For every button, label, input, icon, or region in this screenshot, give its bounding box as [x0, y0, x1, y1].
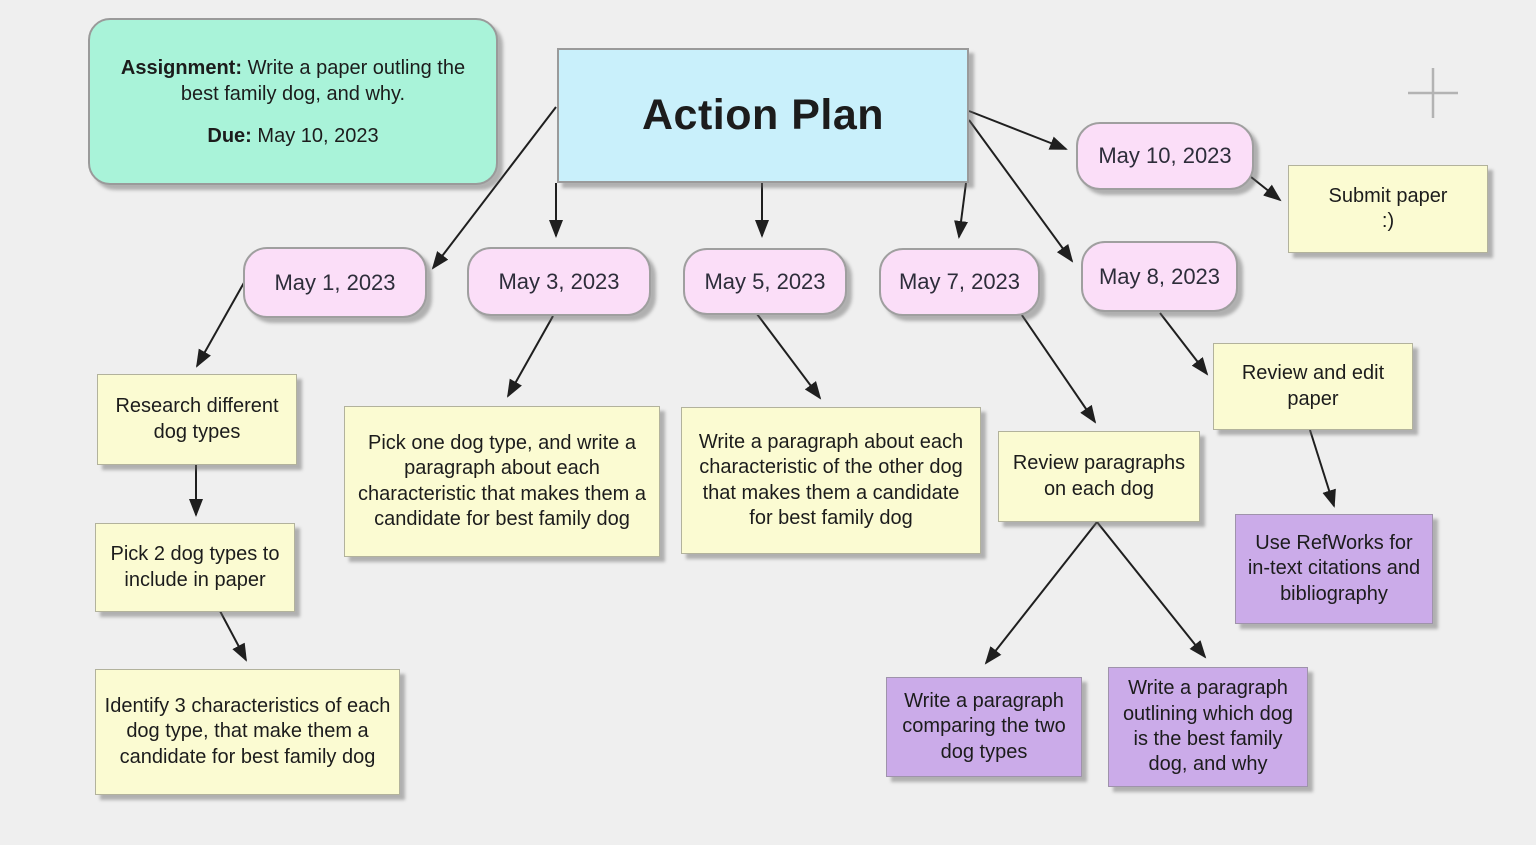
- arrow-action-plan-to-may8: [968, 119, 1074, 263]
- arrow-may5-to-other-dog: [756, 313, 822, 400]
- node-assignment-note[interactable]: Assignment: Write a paper outling the be…: [88, 18, 498, 185]
- assignment-label: Assignment:: [120, 56, 242, 79]
- node-action-plan[interactable]: Action Plan: [557, 48, 969, 183]
- task-label: Review and edit paper: [1241, 362, 1385, 410]
- node-date-may7[interactable]: May 7, 2023: [879, 248, 1040, 316]
- node-date-may3[interactable]: May 3, 2023: [467, 247, 651, 316]
- task-label: Review paragraphs on each dog: [1012, 452, 1186, 500]
- date-label: May 8, 2023: [1098, 263, 1221, 289]
- arrow-may10-to-submit: [1245, 172, 1282, 202]
- task-label: Pick 2 dog types to include in paper: [110, 543, 280, 591]
- arrow-review-paragraphs-to-best-dog: [1096, 521, 1207, 659]
- task-label: Identify 3 characteristics of each dog t…: [104, 694, 391, 768]
- date-label: May 1, 2023: [274, 269, 396, 295]
- node-task-pick-one[interactable]: Pick one dog type, and write a paragraph…: [344, 406, 660, 557]
- task-label: Write a paragraph comparing the two dog …: [902, 689, 1066, 763]
- action-plan-title: Action Plan: [641, 91, 885, 139]
- arrow-action-plan-to-may10: [968, 110, 1068, 150]
- node-date-may1[interactable]: May 1, 2023: [243, 247, 427, 318]
- task-label: Pick one dog type, and write a paragraph…: [358, 431, 646, 530]
- task-label: Submit paper: [1328, 184, 1448, 207]
- arrow-action-plan-to-may1: [431, 106, 557, 270]
- date-label: May 3, 2023: [498, 268, 620, 294]
- node-date-may8[interactable]: May 8, 2023: [1081, 241, 1238, 312]
- node-task-submit[interactable]: Submit paper :): [1288, 165, 1488, 253]
- node-task-review-edit[interactable]: Review and edit paper: [1213, 343, 1413, 430]
- task-label: Write a paragraph outlining which dog is…: [1122, 677, 1294, 776]
- arrow-may8-to-review-edit: [1159, 312, 1209, 376]
- arrow-review-edit-to-refworks: [1309, 429, 1336, 508]
- task-label: Write a paragraph about each characteris…: [698, 430, 964, 529]
- node-task-compare[interactable]: Write a paragraph comparing the two dog …: [886, 677, 1082, 777]
- arrow-may1-to-research: [196, 271, 251, 368]
- date-label: May 7, 2023: [898, 269, 1021, 294]
- due-text: Due: May 10, 2023: [207, 124, 379, 147]
- node-date-may5[interactable]: May 5, 2023: [683, 248, 847, 315]
- arrow-may7-to-review-paragraphs: [1014, 304, 1097, 424]
- assignment-text: Assignment: Write a paper outling the be…: [120, 56, 466, 105]
- arrow-may3-to-pick-one: [507, 315, 554, 398]
- date-label: May 5, 2023: [704, 268, 826, 294]
- arrow-review-paragraphs-to-compare: [984, 521, 1098, 665]
- arrow-action-plan-to-may7: [954, 182, 968, 239]
- node-date-may10[interactable]: May 10, 2023: [1076, 122, 1254, 190]
- date-label: May 10, 2023: [1098, 143, 1232, 168]
- due-label: Due:: [207, 124, 252, 147]
- node-task-best-dog[interactable]: Write a paragraph outlining which dog is…: [1108, 667, 1308, 787]
- task-label: Research different dog types: [115, 395, 279, 443]
- node-task-research[interactable]: Research different dog types: [97, 374, 297, 465]
- node-task-pick-two[interactable]: Pick 2 dog types to include in paper: [95, 523, 295, 612]
- task-label-emoticon: :): [1381, 210, 1395, 232]
- node-task-identify-three[interactable]: Identify 3 characteristics of each dog t…: [95, 669, 400, 795]
- node-task-other-dog[interactable]: Write a paragraph about each characteris…: [681, 407, 981, 554]
- arrow-pick-two-to-identify-three: [219, 610, 247, 662]
- plus-icon[interactable]: [1404, 64, 1462, 122]
- node-task-review-paragraphs[interactable]: Review paragraphs on each dog: [998, 431, 1200, 522]
- task-label: Use RefWorks for in-text citations and b…: [1247, 531, 1421, 605]
- node-task-refworks[interactable]: Use RefWorks for in-text citations and b…: [1235, 514, 1433, 624]
